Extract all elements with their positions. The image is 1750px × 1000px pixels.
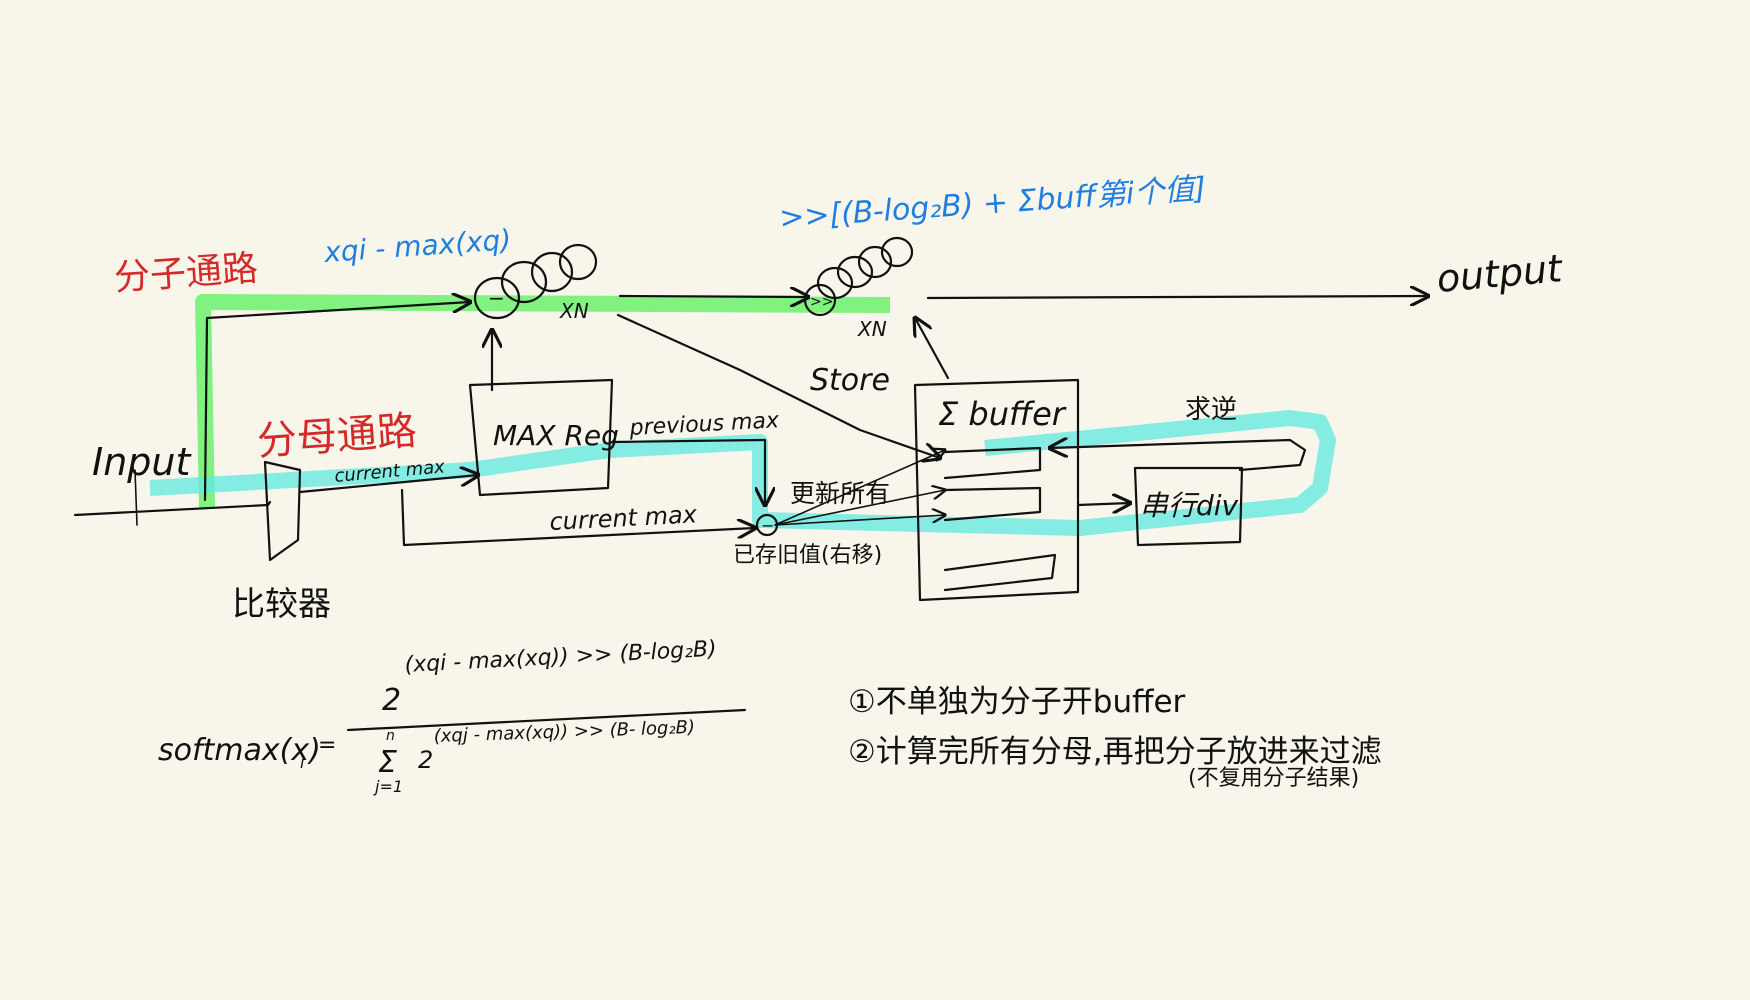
shifter-chain: [803, 236, 914, 317]
store-wire: [616, 313, 940, 458]
previous-max-wire: [610, 438, 765, 505]
denominator-path-highlight: [149, 410, 1336, 536]
formula-num-base: 2: [382, 683, 401, 718]
formula-fraction-bar: [346, 708, 747, 732]
current-max-wire-top: [298, 475, 478, 494]
max-reg-box: [468, 378, 614, 497]
output-wire: [926, 296, 1428, 298]
note-2-sub: (不复用分子结果): [1188, 766, 1359, 791]
formula-sum-bottom: j=1: [373, 777, 403, 796]
current-max-wire-bottom: [400, 488, 755, 547]
reciprocal-label: 求逆: [1185, 395, 1237, 425]
formula-lhs: softmax(x): [158, 733, 321, 768]
formula-den-exp: (xqj - max(xq)) >> (B- log₂B): [433, 717, 695, 747]
stored-old-label: 已存旧值(右移): [733, 543, 882, 568]
comparator-shape: [263, 460, 302, 562]
shift-formula-label: >>[(B-log₂B) + Σbuff第i个值]: [778, 171, 1207, 236]
xn-label-2: XN: [857, 317, 887, 341]
numerator-path-label: 分子通路: [113, 248, 260, 299]
update-minus: −: [761, 516, 774, 535]
formula-equals: =: [318, 733, 336, 758]
note-1: ①不单独为分子开buffer: [848, 684, 1186, 720]
formula-num-exp: (xqi - max(xq)) >> (B-log₂B): [404, 637, 717, 678]
store-label: Store: [810, 363, 890, 398]
buffer-slot-2: [943, 486, 1042, 522]
sub-formula-label: xqi - max(xq): [322, 223, 512, 269]
current-max-bottom-label: current max: [549, 500, 699, 536]
update-arrow-3: [774, 515, 945, 526]
max-reg-label: MAX Reg: [493, 419, 619, 452]
sub-to-shift-wire: [618, 296, 808, 297]
numerator-wire: [203, 302, 470, 502]
formula-sum-top: n: [386, 728, 395, 744]
input-wire: [73, 500, 272, 517]
output-label: output: [1435, 246, 1566, 301]
buffer-up-wire: [915, 318, 950, 380]
subtractor-chain: [473, 243, 598, 320]
formula-sum: Σ: [378, 745, 397, 780]
xn-label-1: XN: [559, 299, 589, 323]
buffer-label: Σ buffer: [938, 395, 1067, 433]
reciprocal-wire: [1050, 440, 1307, 472]
divider-label: 串行div: [1140, 489, 1239, 522]
input-label: Input: [92, 440, 192, 484]
update-all-label: 更新所有: [790, 479, 890, 508]
buffer-slot-3: [943, 553, 1057, 592]
denominator-path-label: 分母通路: [255, 408, 418, 465]
shifter-sign: >>: [810, 294, 833, 310]
note-2: ②计算完所有分母,再把分子放进来过滤: [848, 734, 1382, 770]
buffer-slot-1: [943, 446, 1042, 480]
softmax-formula: softmax(x) i = 2 (xqi - max(xq)) >> (B-l…: [158, 637, 747, 796]
divider-box: [1133, 466, 1244, 547]
comparator-label: 比较器: [232, 584, 331, 623]
subtractor-minus: −: [488, 286, 505, 310]
input-tick: [134, 469, 138, 526]
formula-lhs-sub: i: [300, 753, 305, 772]
formula-den-base: 2: [418, 746, 433, 774]
buffer-to-div-wire: [1076, 503, 1130, 505]
buffer-box: [913, 378, 1080, 602]
